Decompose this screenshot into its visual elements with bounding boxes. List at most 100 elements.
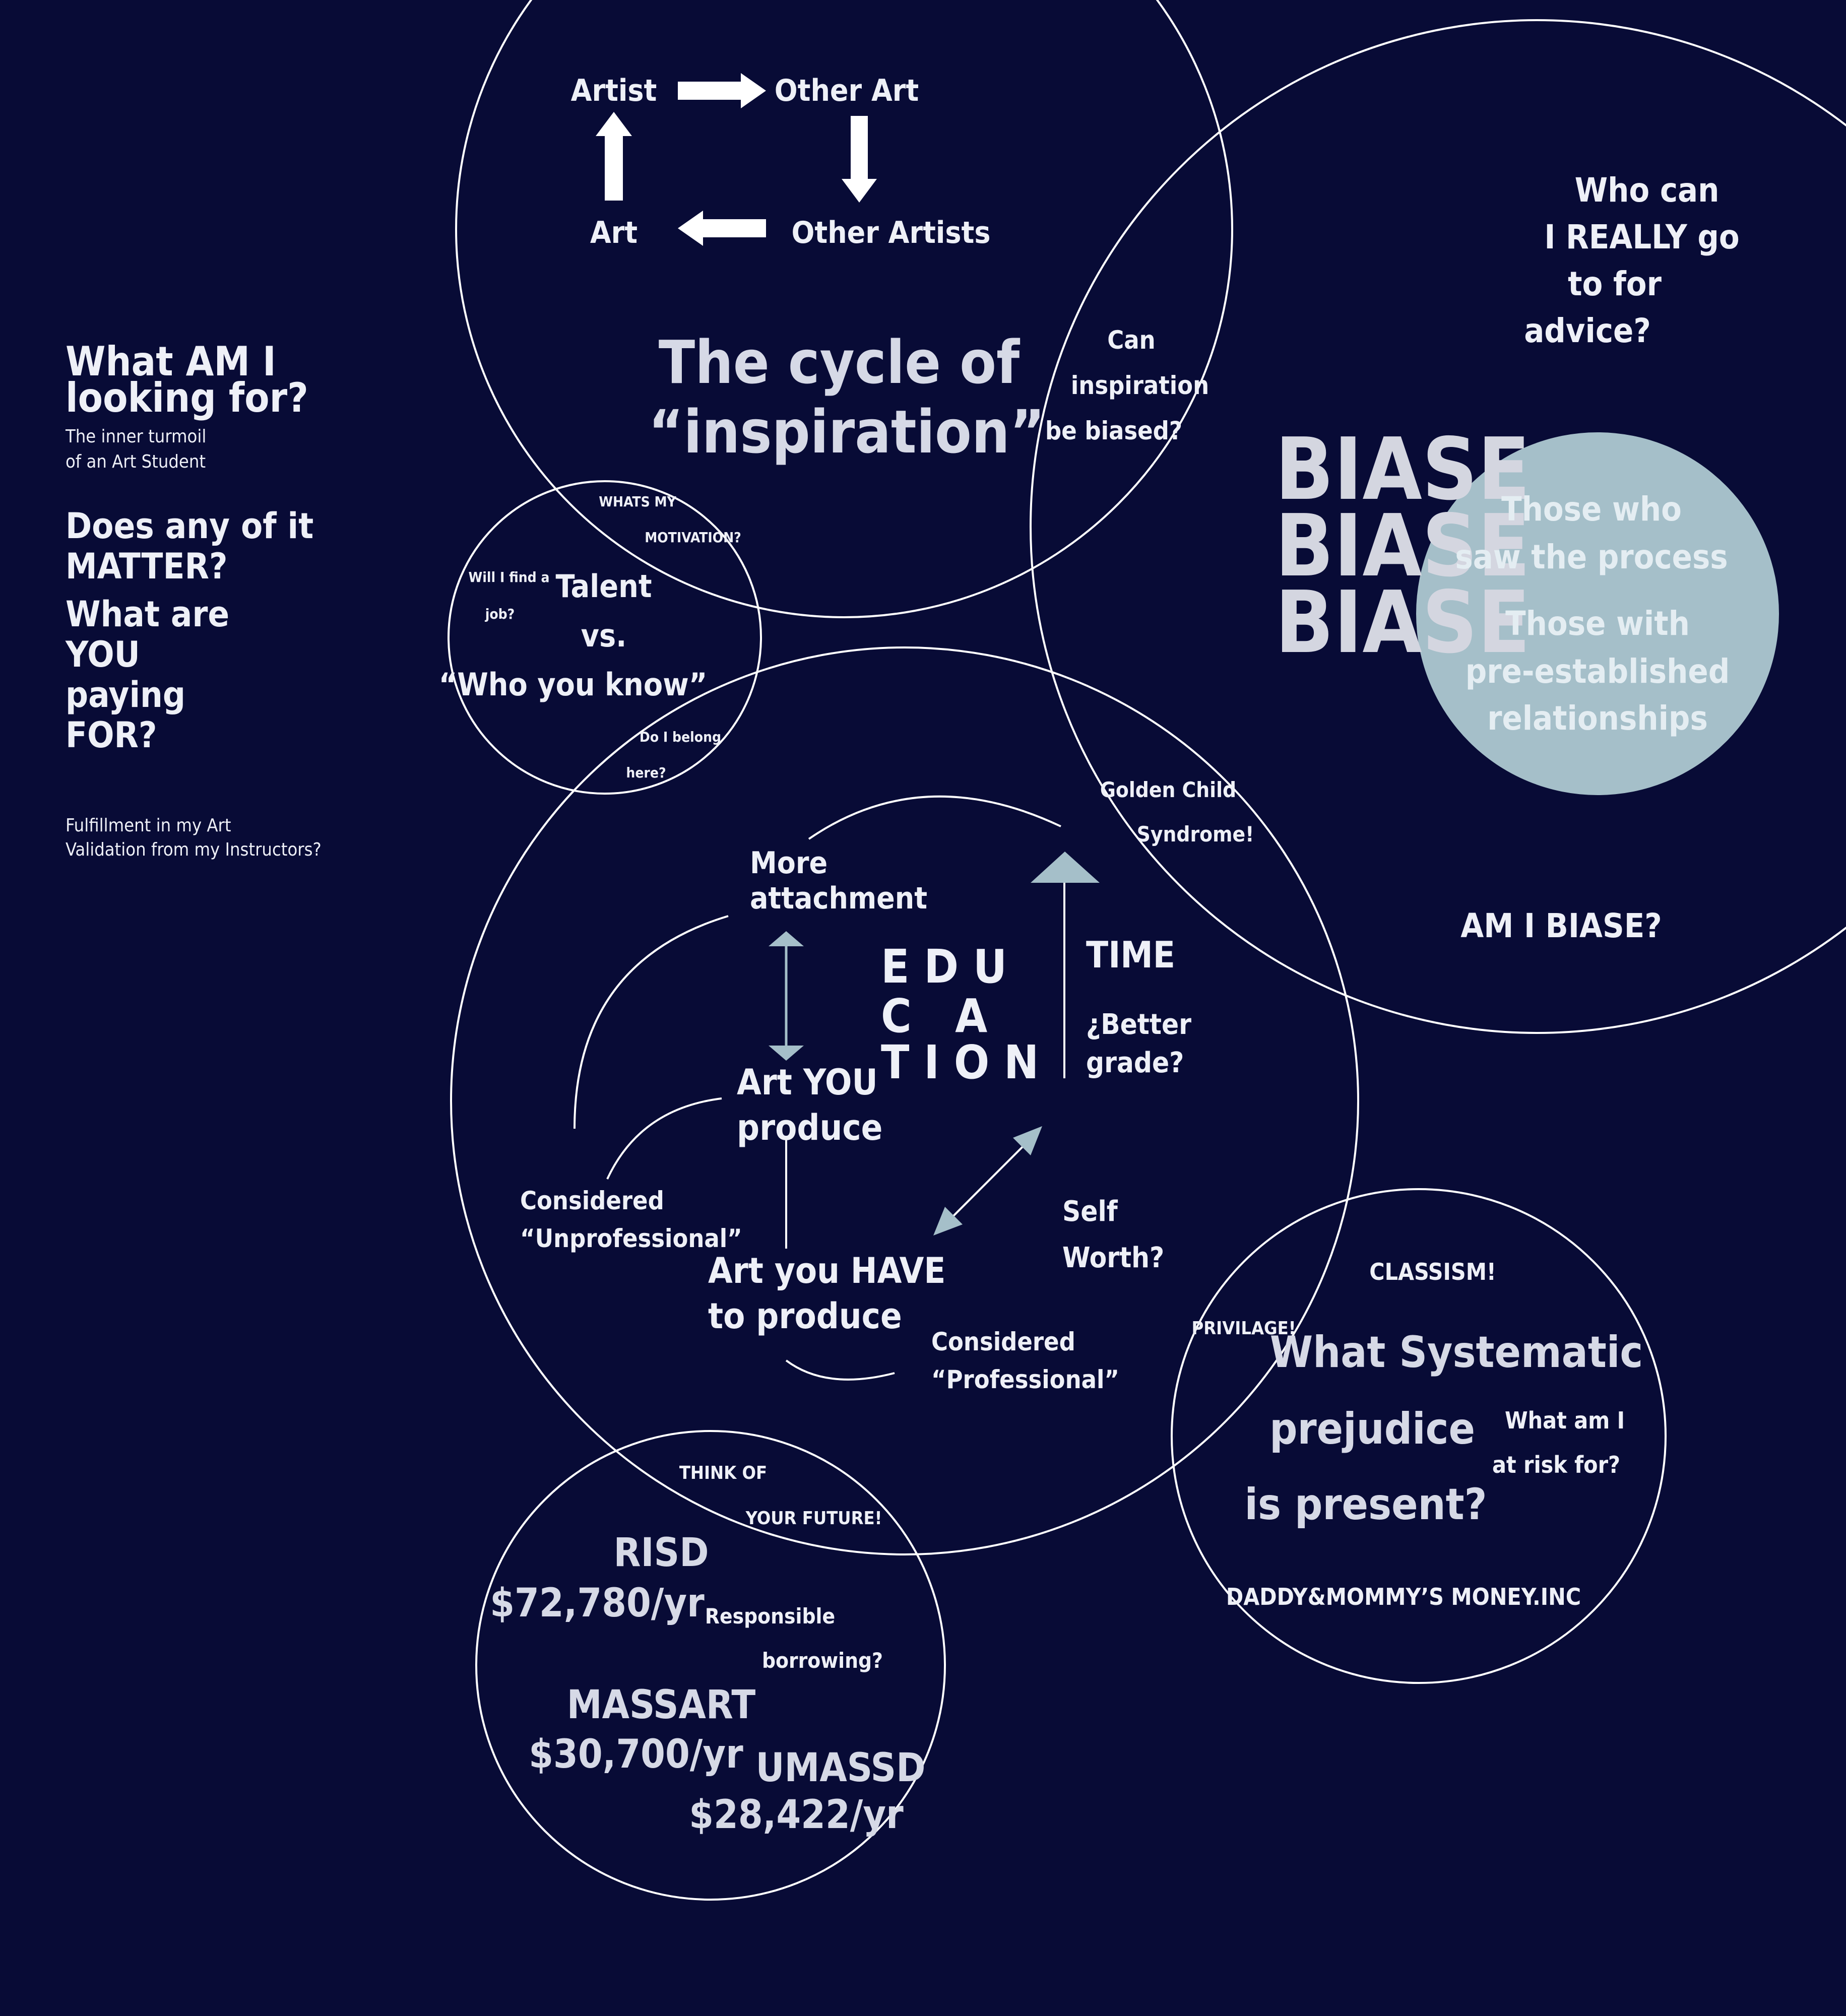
talent-main-line1: Talent <box>555 568 652 605</box>
education-circle <box>450 646 1359 1555</box>
motivation-line2: MOTIVATION? <box>645 529 741 546</box>
bias-section: Who can I REALLY go to for advice? Can i… <box>1045 171 1740 945</box>
biase-word-1: BIASE <box>1275 420 1530 519</box>
motivation-line1: WHATS MY <box>599 493 676 510</box>
more-attachment-line2: attachment <box>750 881 927 916</box>
more-attachment-line1: More <box>750 846 827 881</box>
arrow-right-icon <box>678 73 766 108</box>
golden-child-line1: Golden Child <box>1100 777 1236 802</box>
am-i-biase: AM I BIASE? <box>1460 906 1662 945</box>
question-paying-line1: What are <box>66 594 229 635</box>
arrow-left-icon <box>678 211 766 246</box>
umassd-name: UMASSD <box>756 1745 926 1791</box>
self-worth-arrow-shaft <box>946 1140 1029 1223</box>
systematic-main-line3: is present? <box>1244 1479 1487 1530</box>
education-row1: E D U <box>881 940 1007 994</box>
tuition-circle <box>475 1430 946 1901</box>
better-grade-line2: grade? <box>1086 1047 1184 1079</box>
risk-line2: at risk for? <box>1492 1451 1620 1478</box>
sidebar-footer-line2: Validation from my Instructors? <box>66 839 322 860</box>
systematic-main-line1: What Systematic <box>1270 1327 1643 1378</box>
golden-child-line2: Syndrome! <box>1137 822 1254 847</box>
arrow-down-icon <box>842 116 877 203</box>
cycle-node-other-artists: Other Artists <box>792 215 991 250</box>
belong-line1: Do I belong <box>640 729 721 745</box>
professional-arc <box>785 1359 895 1381</box>
left-arc <box>574 915 729 1129</box>
tuition-section: THINK OF YOUR FUTURE! RISD $72,780/yr MA… <box>490 1463 925 1838</box>
sidebar-title-line2: looking for? <box>66 374 308 421</box>
advice-question-line1: Who can <box>1575 171 1720 210</box>
systematic-circle <box>1171 1188 1667 1684</box>
find-job-line2: job? <box>485 606 515 622</box>
risd-cost: $72,780/yr <box>490 1581 705 1626</box>
talent-main-line2: vs. <box>581 617 627 654</box>
belong-line2: here? <box>626 764 666 781</box>
risk-line1: What am I <box>1505 1407 1625 1434</box>
question-matter-line1: Does any of it <box>66 505 313 547</box>
advice-question-line4: advice? <box>1524 311 1651 350</box>
advice-question-line3: to for <box>1568 265 1662 303</box>
attachment-arrow-up-icon <box>769 931 804 946</box>
education-section: E D U C A T I O N More attachment Art YO… <box>520 795 1191 1394</box>
borrowing-line1: Responsible <box>705 1604 835 1629</box>
biased-inspiration-line2: inspiration <box>1071 371 1209 400</box>
sidebar-title-line1: What AM I <box>66 338 276 385</box>
cycle-node-art: Art <box>590 215 638 250</box>
systematic-section: CLASSISM! PRIVILAGE! What Systematic pre… <box>1192 1258 1643 1610</box>
unprofessional-arc <box>606 1097 722 1180</box>
question-matter-line2: MATTER? <box>66 546 228 587</box>
advice-question-line2: I REALLY go <box>1544 218 1739 256</box>
sidebar-subtitle-line2: of an Art Student <box>66 451 206 472</box>
question-paying-line3: paying <box>66 674 185 716</box>
education-row3: T I O N <box>881 1035 1039 1089</box>
biased-inspiration-line1: Can <box>1107 326 1155 355</box>
talent-circle <box>448 480 762 795</box>
cycle-node-artist: Artist <box>571 73 657 108</box>
arrow-up-icon <box>596 112 632 201</box>
top-arc <box>808 795 1061 840</box>
inspiration-cycle: Artist Other Art Other Artists Art The c… <box>571 73 1045 467</box>
borrowing-line2: borrowing? <box>762 1648 883 1673</box>
privilage-label: PRIVILAGE! <box>1192 1318 1296 1339</box>
bubble-line4: pre-established <box>1466 652 1730 691</box>
self-worth-line1: Self <box>1062 1195 1118 1228</box>
art-you-have-line1: Art you HAVE <box>708 1250 945 1291</box>
cycle-title-line1: The cycle of <box>659 328 1021 397</box>
unprofessional-line2: “Unprofessional” <box>520 1224 742 1253</box>
question-paying-line4: FOR? <box>66 714 157 756</box>
sidebar: What AM I looking for? The inner turmoil… <box>65 338 322 860</box>
biased-inspiration-line3: be biased? <box>1045 416 1182 445</box>
self-worth-arrow-down-icon <box>933 1207 963 1235</box>
bubble-line2: saw the process <box>1455 538 1728 576</box>
professional-line2: “Professional” <box>931 1365 1119 1394</box>
talent-section: WHATS MY MOTIVATION? Will I find a job? … <box>439 493 741 781</box>
art-you-produce-line1: Art YOU <box>737 1062 878 1103</box>
find-job-line1: Will I find a <box>469 569 550 586</box>
time-label: TIME <box>1086 934 1175 976</box>
parents-money-label: DADDY&MOMMY’S MONEY.INC <box>1226 1583 1581 1610</box>
time-arrow-head-icon <box>1031 852 1100 883</box>
bubble-line3: Those with <box>1505 604 1690 643</box>
self-worth-arrow-up-icon <box>1013 1126 1042 1155</box>
massart-name: MASSART <box>567 1682 756 1728</box>
biase-word-2: BIASE <box>1275 496 1530 596</box>
risd-name: RISD <box>614 1530 709 1576</box>
art-you-produce-line2: produce <box>737 1107 882 1148</box>
classism-label: CLASSISM! <box>1369 1258 1496 1285</box>
biase-word-3: BIASE <box>1275 573 1530 673</box>
future-line2: YOUR FUTURE! <box>745 1508 882 1529</box>
education-row2: C A <box>881 989 987 1043</box>
talent-main-line3: “Who you know” <box>439 666 708 703</box>
question-paying-line2: YOU <box>65 634 140 675</box>
umassd-cost: $28,422/yr <box>689 1792 904 1838</box>
unprofessional-line1: Considered <box>520 1186 664 1215</box>
better-grade-line1: ¿Better <box>1086 1008 1191 1041</box>
cycle-title-line2: “inspiration” <box>649 397 1045 467</box>
attachment-arrow-down-icon <box>769 1046 804 1061</box>
massart-cost: $30,700/yr <box>529 1732 743 1777</box>
systematic-main-line2: prejudice <box>1269 1404 1475 1454</box>
bias-circle <box>1030 19 1846 1034</box>
